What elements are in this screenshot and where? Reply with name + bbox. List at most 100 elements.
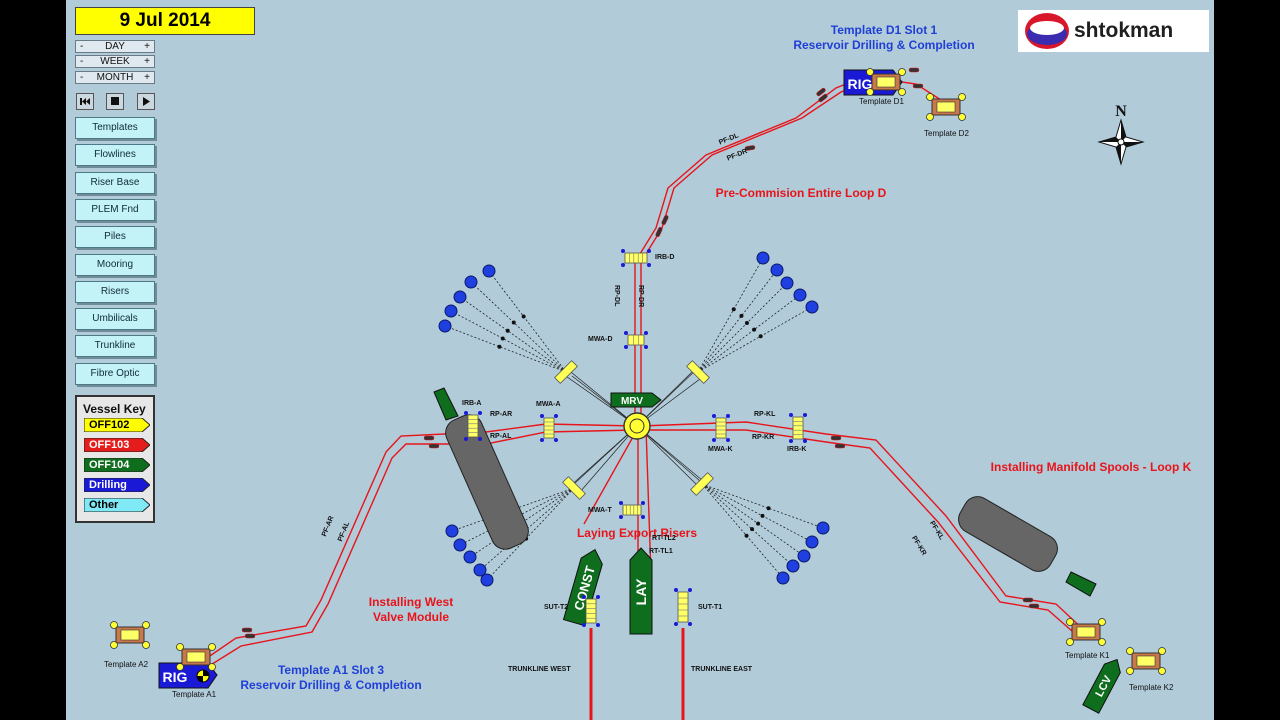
menu-button-piles[interactable]: Piles (75, 226, 155, 249)
flowline-joint (241, 627, 253, 633)
mooring-line (469, 487, 575, 558)
mooring-line (701, 483, 794, 567)
mooring-connector (690, 472, 714, 496)
template-a2-label: Template A2 (104, 660, 149, 669)
rp-kr-label: RP-KR (752, 434, 775, 441)
vessel-key-label: OFF104 (89, 459, 130, 471)
vessel-key-item-off104: OFF104 (84, 458, 150, 472)
mooring-leg (565, 367, 638, 427)
flowline-joint (661, 215, 669, 225)
rewind-button[interactable] (76, 93, 94, 110)
menu-button-mooring[interactable]: Mooring (75, 253, 155, 276)
mooring-line (697, 282, 788, 373)
svg-text:LAY: LAY (633, 578, 649, 605)
mooring-line (479, 487, 575, 571)
template-k2-label: Template K2 (1129, 683, 1174, 692)
field-layout-panel: MRV RIG RIG CONST LAY LCV N 9 Jul 2014 (66, 0, 1214, 720)
mwa-k-label: MWA-K (708, 446, 733, 453)
menu-button-templates[interactable]: Templates (75, 117, 155, 139)
mrv-vessel: MRV (610, 392, 662, 408)
template-k1 (1066, 618, 1106, 646)
mwa-k-structure (712, 414, 730, 442)
mooring-leg (579, 425, 638, 493)
menu-button-riser-base[interactable]: Riser Base (75, 171, 155, 194)
sut-t2-label: SUT-T2 (544, 604, 569, 611)
mooring-line (701, 483, 784, 579)
stop-button[interactable] (106, 93, 124, 110)
menu-button-risers[interactable]: Risers (75, 280, 155, 303)
flowline-loop-d-a (634, 73, 872, 420)
template-d1-caption-sub: Reservoir Drilling & Completion (793, 38, 975, 52)
mooring-leg (559, 371, 638, 427)
month-minus-button[interactable]: - (80, 72, 84, 83)
vessel-key-label: OFF102 (89, 419, 130, 431)
mooring-node (497, 344, 502, 349)
rewind-icon (80, 98, 90, 105)
mooring-node (744, 533, 749, 538)
menu-button-trunkline[interactable]: Trunkline (75, 335, 155, 358)
mooring-node (756, 521, 761, 526)
central-buoy (623, 412, 651, 440)
anchor-point (780, 276, 794, 290)
barge-east (958, 496, 1097, 597)
flowline-joint (912, 83, 924, 89)
day-stepper[interactable]: - DAY + (75, 40, 155, 53)
flowline-joint (655, 227, 663, 237)
sut-t2-structure (582, 595, 600, 627)
mooring-node (511, 320, 516, 325)
mooring-line (697, 306, 813, 373)
week-plus-button[interactable]: + (144, 56, 150, 67)
template-k2 (1126, 647, 1166, 675)
mooring-node (505, 328, 510, 333)
menu-button-plem-fnd[interactable]: PLEM Fnd (75, 198, 155, 221)
day-minus-button[interactable]: - (80, 41, 84, 52)
rp-kl-label: RP-KL (754, 411, 776, 418)
month-plus-button[interactable]: + (144, 72, 150, 83)
anchor-point (805, 535, 819, 549)
menu-button-flowlines[interactable]: Flowlines (75, 144, 155, 167)
lcv-vessel: LCV (1082, 658, 1121, 714)
flowline-loop-d-b (640, 77, 942, 420)
week-minus-button[interactable]: - (80, 56, 84, 67)
day-label: DAY (105, 41, 125, 52)
flowline-joint (816, 87, 826, 97)
play-button[interactable] (137, 93, 155, 110)
week-stepper[interactable]: - WEEK + (75, 55, 155, 68)
menu-button-fibre-optic[interactable]: Fibre Optic (75, 362, 155, 385)
field-layout-diagram: MRV RIG RIG CONST LAY LCV N (110, 67, 1166, 720)
template-a2 (110, 621, 150, 649)
mooring-leg (636, 367, 699, 427)
week-label: WEEK (100, 56, 130, 67)
rig-vessel-a1: RIG (158, 662, 218, 689)
flowline-joints (241, 67, 1040, 639)
flowline-joint (818, 93, 828, 103)
const-vessel: CONST (562, 548, 603, 627)
logo-text: shtokman (1074, 19, 1174, 42)
flowline-riser-line-2 (645, 427, 652, 576)
svg-text:N: N (1115, 103, 1127, 120)
rt-tl2-label: RT-TL2 (652, 535, 676, 542)
day-plus-button[interactable]: + (144, 41, 150, 52)
mooring-node (731, 307, 736, 312)
trunklines (589, 628, 685, 720)
flowline-joint (244, 633, 256, 639)
trunkline-east-label: TRUNKLINE EAST (691, 666, 753, 673)
menu-button-umbilicals[interactable]: Umbilicals (75, 308, 155, 331)
mooring-line (701, 483, 813, 543)
mooring-line (459, 296, 567, 373)
mwa-a-label: MWA-A (536, 401, 561, 408)
month-stepper[interactable]: - MONTH + (75, 71, 155, 84)
stop-icon (111, 97, 119, 105)
mooring-node (758, 334, 763, 339)
irb-a-label: IRB-A (462, 400, 482, 407)
template-d1 (866, 68, 906, 96)
anchor-point (438, 319, 452, 333)
rt-tl1-label: RT-TL1 (649, 548, 673, 555)
mooring-line (470, 281, 567, 373)
compass-icon: N (1097, 103, 1145, 166)
anchor-point (453, 538, 467, 552)
irb-k-structure (789, 413, 807, 443)
mooring-line (450, 310, 567, 373)
flowline-joint (423, 435, 435, 441)
rp-dl-label: RP-DL (613, 285, 620, 307)
